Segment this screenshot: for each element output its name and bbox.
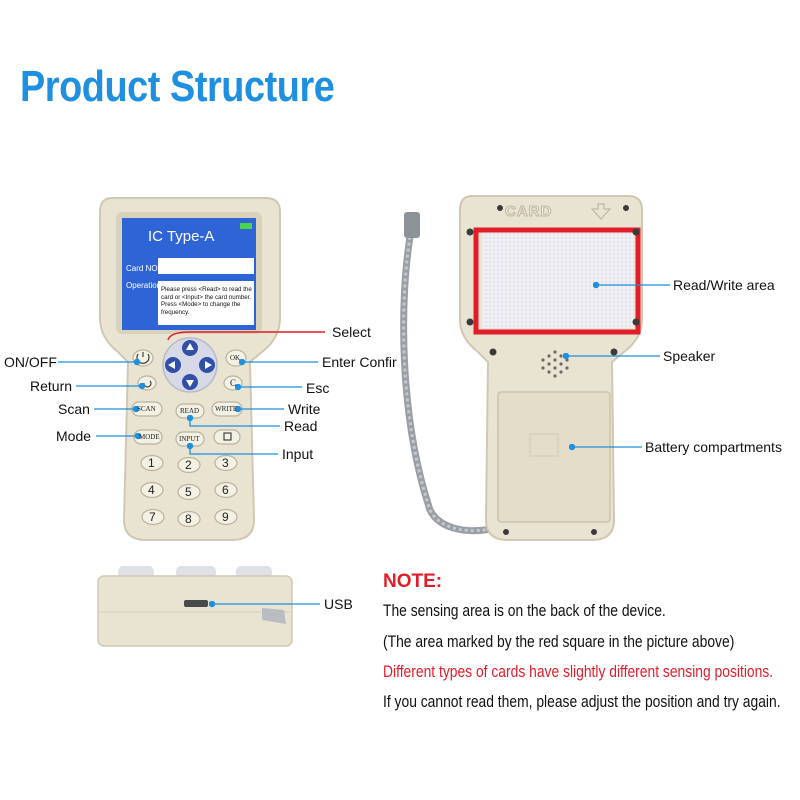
usb-port <box>184 600 208 607</box>
select-bracket <box>167 331 325 341</box>
digit-key-7: 7 <box>149 510 156 524</box>
usb-side-view <box>97 566 293 647</box>
note-line-1: The sensing area is on the back of the d… <box>383 602 666 620</box>
c-key-label: C <box>230 378 237 388</box>
label-return: Return <box>30 378 73 394</box>
label-battery: Battery compartments <box>645 439 782 455</box>
write-key-label: WRITE <box>215 405 238 413</box>
label-scan: Scan <box>58 401 90 417</box>
label-rw-area: Read/Write area <box>673 277 775 293</box>
mode-key-label: MODE <box>139 433 160 441</box>
speaker-grill <box>541 350 569 378</box>
digit-key-1: 1 <box>148 456 155 470</box>
label-write: Write <box>288 401 321 417</box>
page-title: Product Structure <box>20 62 335 111</box>
label-select: Select <box>332 324 371 340</box>
ok-key-label: OK <box>230 354 241 362</box>
square-icon <box>223 432 232 441</box>
label-mode: Mode <box>56 428 92 444</box>
digit-key-4: 4 <box>148 483 155 497</box>
digit-keys <box>140 454 238 528</box>
label-input: Input <box>282 446 314 462</box>
insert-arrow-icon <box>590 203 612 220</box>
square-button <box>213 429 241 445</box>
note-line-3: Different types of cards have slightly d… <box>383 663 774 681</box>
note-line-4: If you cannot read them, please adjust t… <box>383 693 781 711</box>
operation-label: Operation <box>126 281 162 290</box>
battery-icon <box>240 223 252 229</box>
digit-key-9: 9 <box>222 510 229 524</box>
label-usb: USB <box>324 596 353 612</box>
operation-field <box>158 281 254 325</box>
card-no-label: Card NO. <box>126 264 160 273</box>
read-write-area <box>473 227 641 335</box>
card-no-field <box>158 258 254 274</box>
digit-key-5: 5 <box>185 485 192 499</box>
digit-key-2: 2 <box>185 458 192 472</box>
scan-key-label: SCAN <box>137 405 156 413</box>
label-esc: Esc <box>306 380 330 396</box>
read-key-label: READ <box>180 407 200 415</box>
label-enter: Enter Confir <box>322 354 397 370</box>
battery-cover <box>497 391 611 523</box>
back-card-label: CARD <box>504 203 553 221</box>
label-on-off: ON/OFF <box>4 354 57 370</box>
screen-header: IC Type-A <box>148 228 215 245</box>
input-key-label: INPUT <box>179 435 200 443</box>
power-icon <box>136 352 150 364</box>
callout-lines <box>58 281 670 608</box>
digit-key-6: 6 <box>222 483 229 497</box>
label-read: Read <box>284 418 318 434</box>
label-speaker: Speaker <box>663 348 716 364</box>
screen-instructions: Please press <Read> to read the card or … <box>161 286 252 316</box>
front-device <box>99 197 325 541</box>
digit-key-8: 8 <box>185 512 192 526</box>
digit-key-3: 3 <box>222 456 229 470</box>
note-line-2: (The area marked by the red square in th… <box>383 633 735 651</box>
return-button <box>137 375 157 391</box>
note-heading: NOTE: <box>383 571 443 592</box>
back-device <box>400 195 643 541</box>
